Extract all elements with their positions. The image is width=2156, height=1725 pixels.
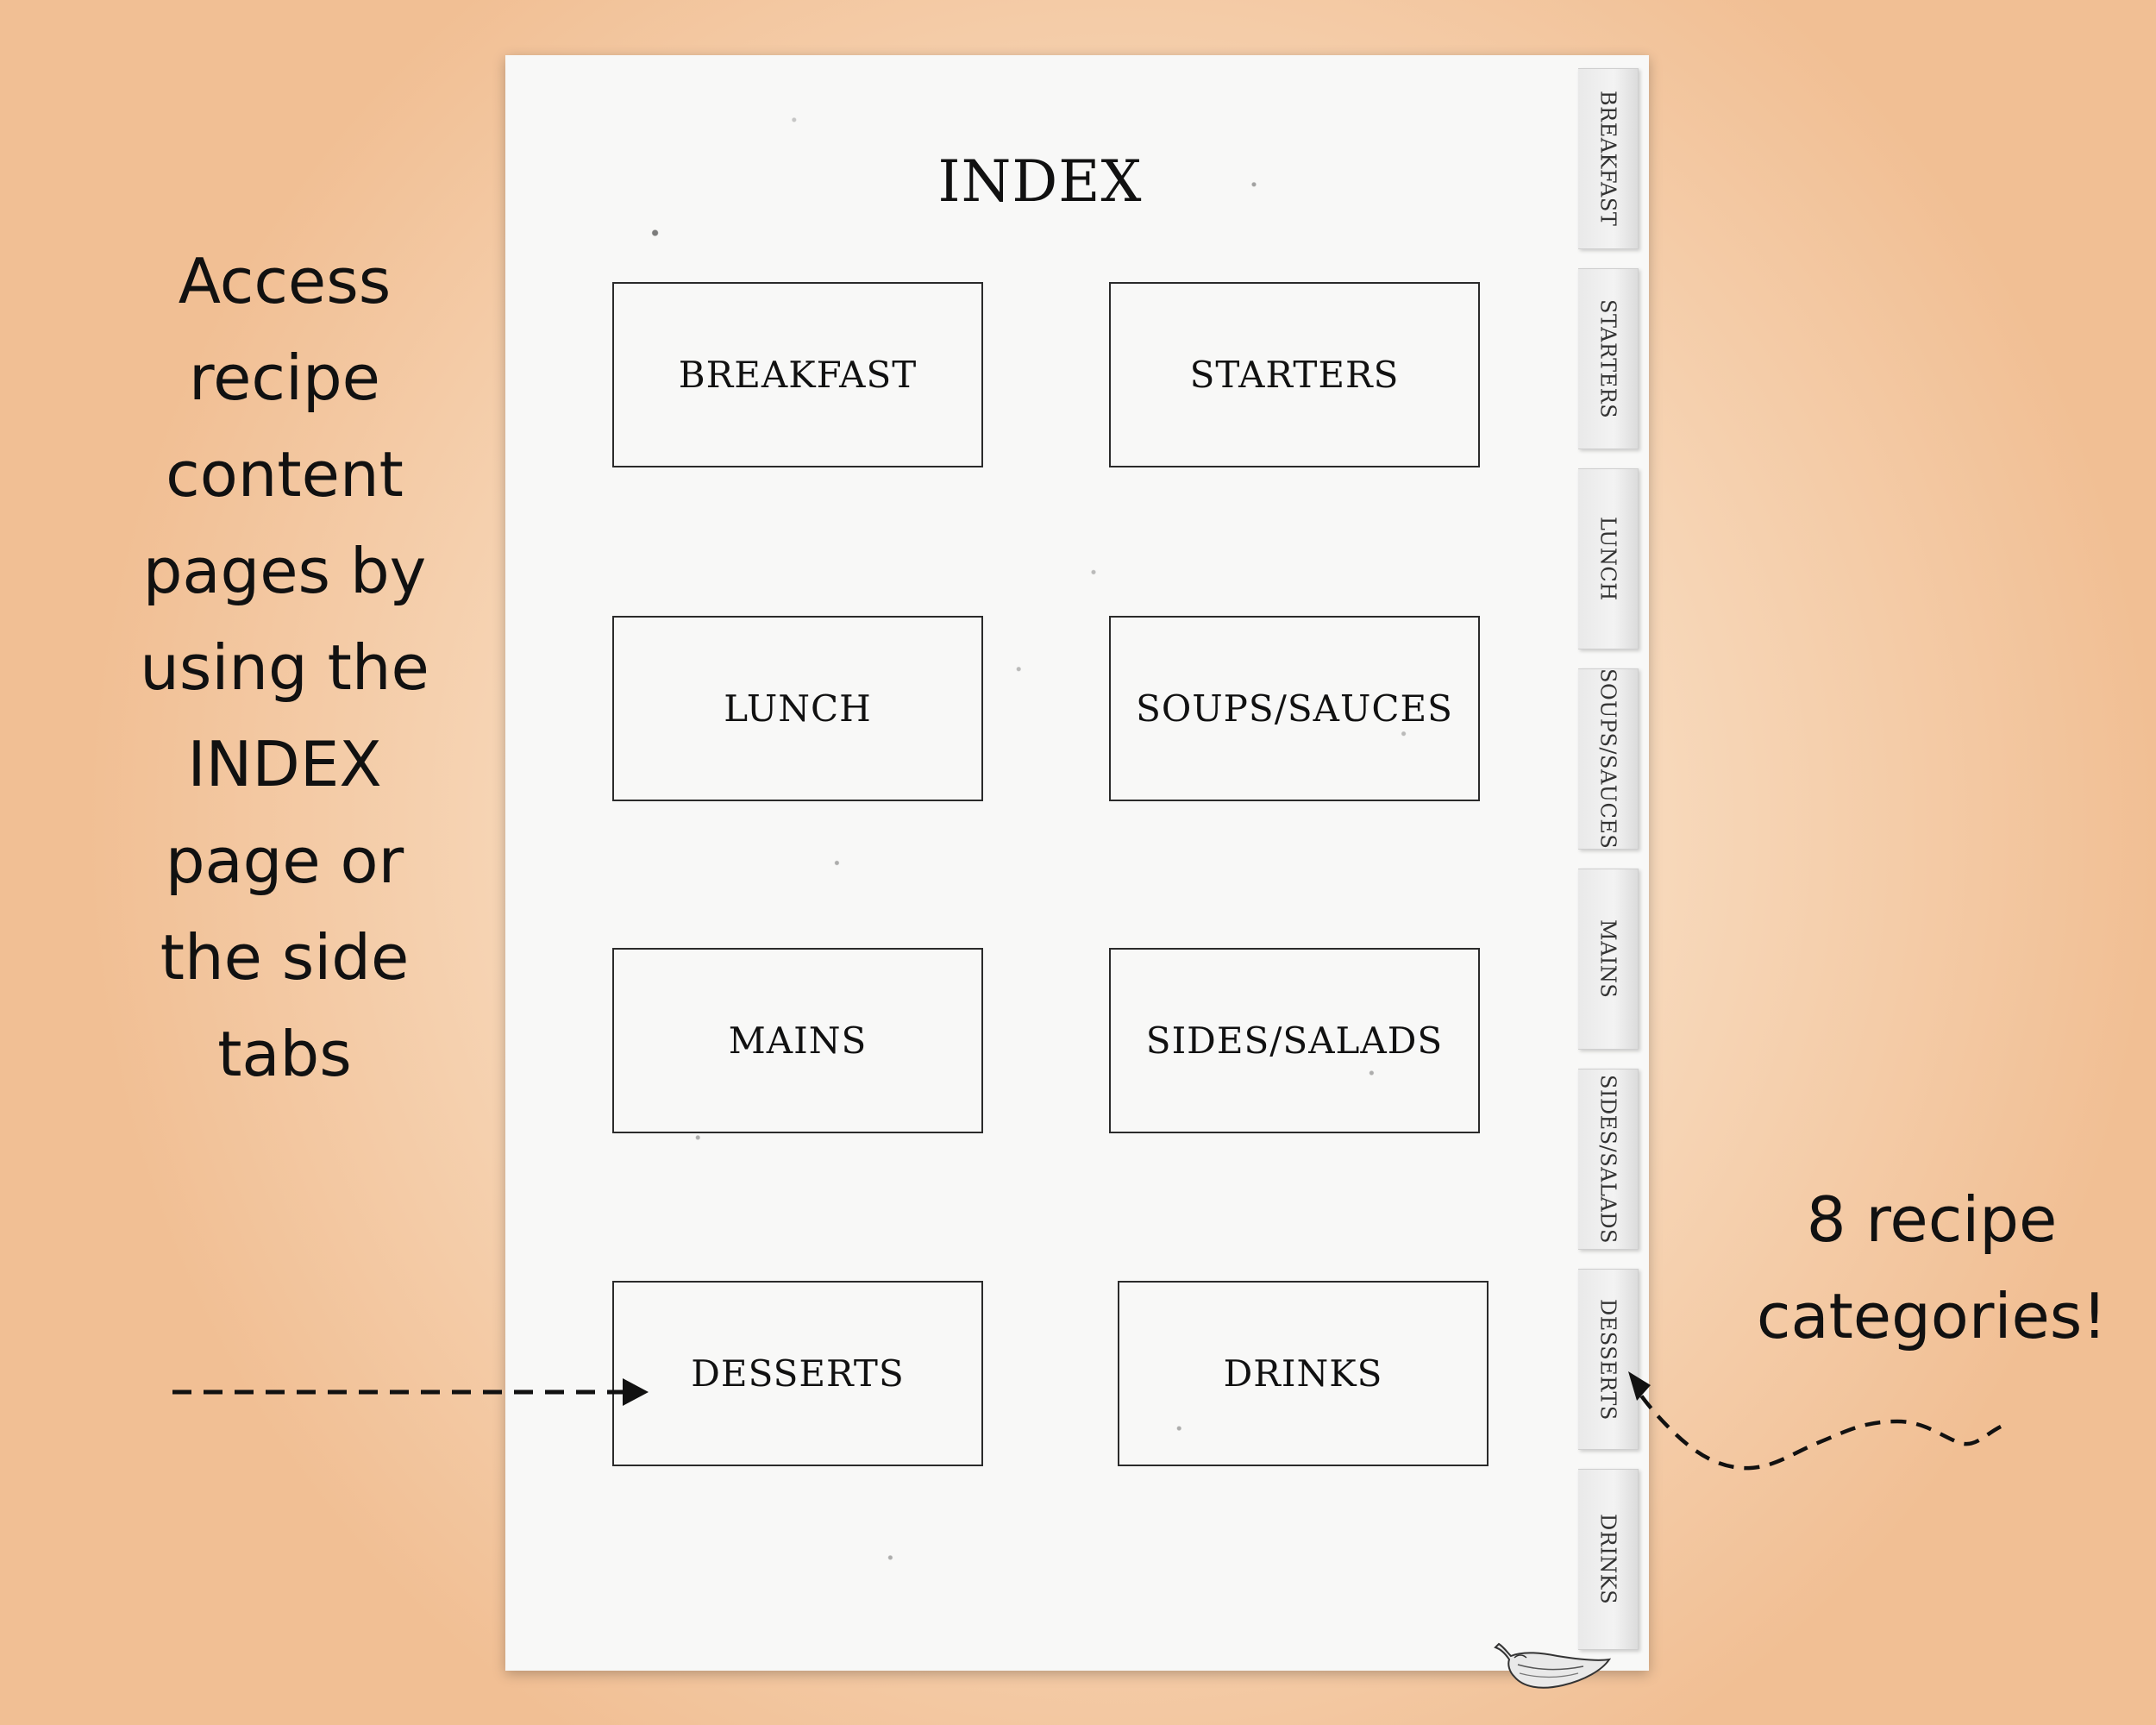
index-link-starters[interactable]: STARTERS: [1109, 282, 1480, 467]
side-tab-starters[interactable]: STARTERS: [1578, 268, 1639, 449]
left-caption-line: tabs: [217, 1018, 352, 1090]
page-content: INDEX BREAKFAST STARTERS LUNCH SOUPS/SAU…: [505, 55, 1612, 1689]
side-tab-label: BREAKFAST: [1595, 91, 1620, 227]
left-caption-line: pages by: [142, 535, 427, 607]
left-caption-line: using the: [140, 631, 429, 704]
side-tab-label: MAINS: [1595, 919, 1620, 999]
left-caption-line: page or: [165, 825, 404, 897]
side-tab-mains[interactable]: MAINS: [1578, 869, 1639, 1050]
index-link-mains[interactable]: MAINS: [612, 948, 983, 1133]
left-caption-line: the side: [160, 921, 410, 994]
index-link-sides-salads[interactable]: SIDES/SALADS: [1109, 948, 1480, 1133]
left-caption-line: Access: [178, 245, 392, 317]
right-caption: 8 recipe categories!: [1716, 1171, 2147, 1364]
left-caption-line: content: [166, 438, 404, 511]
side-tab-lunch[interactable]: LUNCH: [1578, 468, 1639, 649]
index-link-drinks[interactable]: DRINKS: [1118, 1281, 1489, 1466]
side-tab-label: SOUPS/SAUCES: [1595, 668, 1620, 850]
side-tab-label: DESSERTS: [1595, 1298, 1620, 1421]
right-caption-line: categories!: [1756, 1280, 2108, 1352]
side-tab-label: LUNCH: [1595, 517, 1620, 601]
side-tab-sides-salads[interactable]: SIDES/SALADS: [1578, 1069, 1639, 1250]
side-tab-drinks[interactable]: DRINKS: [1578, 1469, 1639, 1650]
index-link-breakfast[interactable]: BREAKFAST: [612, 282, 983, 467]
index-link-desserts[interactable]: DESSERTS: [612, 1281, 983, 1466]
left-caption-line: INDEX: [187, 728, 382, 800]
side-tab-label: SIDES/SALADS: [1595, 1075, 1620, 1244]
wavy-dashed-arrow-left-icon: [1628, 1371, 2002, 1471]
chili-pepper-icon: [1494, 1642, 1612, 1689]
side-tab-label: STARTERS: [1595, 298, 1620, 419]
page-title: INDEX: [937, 148, 1143, 215]
left-caption: Access recipe content pages by using the…: [69, 233, 500, 1102]
side-tab-soups-sauces[interactable]: SOUPS/SAUCES: [1578, 668, 1639, 850]
index-page: INDEX BREAKFAST STARTERS LUNCH SOUPS/SAU…: [505, 55, 1649, 1689]
index-link-soups-sauces[interactable]: SOUPS/SAUCES: [1109, 616, 1480, 801]
right-caption-line: 8 recipe: [1806, 1183, 2058, 1256]
side-tab-desserts[interactable]: DESSERTS: [1578, 1269, 1639, 1450]
side-tab-breakfast[interactable]: BREAKFAST: [1578, 68, 1639, 249]
side-tab-label: DRINKS: [1595, 1514, 1620, 1605]
index-link-lunch[interactable]: LUNCH: [612, 616, 983, 801]
side-tabs: BREAKFAST STARTERS LUNCH SOUPS/SAUCES MA…: [1575, 68, 1649, 1664]
left-caption-line: recipe: [189, 342, 380, 414]
